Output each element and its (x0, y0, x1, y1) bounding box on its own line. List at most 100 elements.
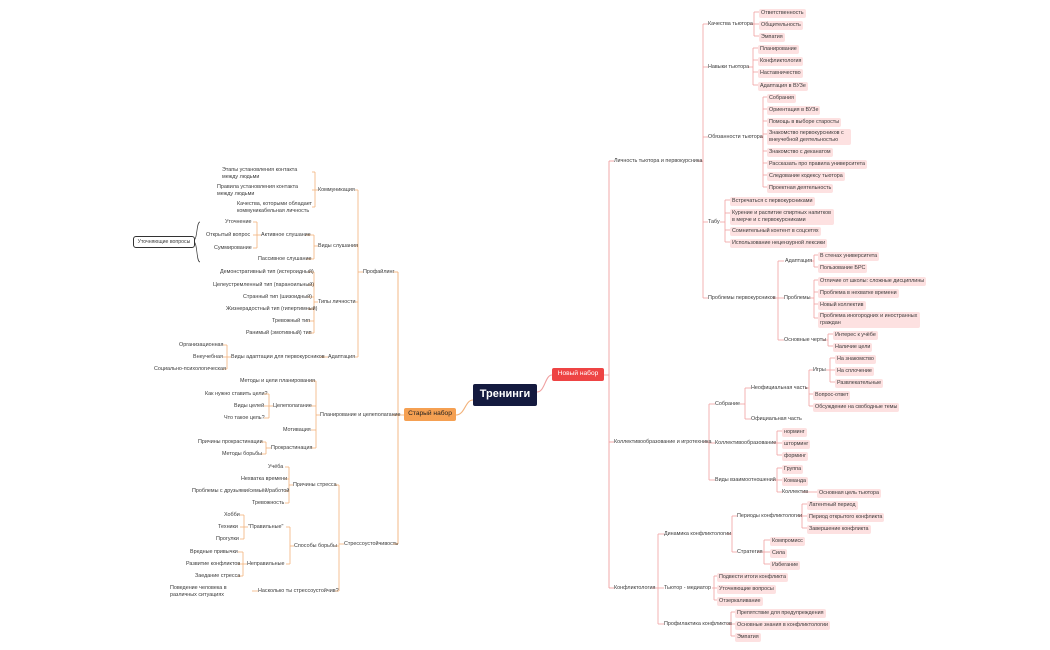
topic-taboo[interactable]: Табу (708, 219, 720, 225)
topic-stress-causes[interactable]: Причины стресса (293, 482, 337, 488)
leaf-right-method[interactable]: Прогулки (216, 536, 239, 542)
subtopic-games[interactable]: Игры (813, 367, 826, 373)
subtopic-active-listening[interactable]: Активное слушание (261, 232, 311, 238)
leaf-formation[interactable]: шторминг (782, 440, 811, 449)
branch-conflictology[interactable]: Конфликтология (614, 585, 656, 591)
root-topic[interactable]: Тренинги (473, 384, 537, 406)
subtopic-adaptation-types[interactable]: Виды адаптации для первокурсников (231, 354, 325, 360)
leaf-procrastination[interactable]: Методы борьбы (222, 451, 263, 457)
leaf-personality-type[interactable]: Жизнерадостный тип (гипертимный) (226, 306, 318, 312)
leaf-taboo[interactable]: Курение и распитие спиртных напитков в м… (730, 209, 834, 225)
leaf-personality-type[interactable]: Ранимый (эмотивный) тип (246, 330, 312, 336)
leaf-stress-cause[interactable]: Проблемы с друзьями/семьёй/работой (192, 488, 290, 494)
leaf-wrong-method[interactable]: Развитие конфликтов (186, 561, 241, 567)
leaf-game[interactable]: На сплочение (835, 367, 874, 376)
leaf-skill[interactable]: Планирование (758, 45, 799, 54)
topic-freshman-problems[interactable]: Проблемы первокурсников (708, 295, 776, 301)
subtopic-wrong-methods[interactable]: Неправильные (247, 561, 285, 567)
leaf-relationship[interactable]: Команда (782, 477, 808, 486)
leaf-mediator[interactable]: Подвести итоги конфликта (717, 573, 788, 582)
topic-formation[interactable]: Коллективообразование (715, 440, 777, 446)
leaf-personality-type[interactable]: Демонстративный тип (истероидный) (220, 269, 314, 275)
leaf-adaptation-type[interactable]: Социально-психологическая (154, 366, 226, 372)
leaf-goal[interactable]: Что такое цель? (224, 415, 265, 421)
subtopic-official-part[interactable]: Официальная часть (751, 416, 802, 422)
leaf-wrong-method[interactable]: Вредные привычки (190, 549, 238, 555)
leaf-prevention[interactable]: Эмпатия (735, 633, 761, 642)
leaf-stress-behavior[interactable]: Поведение человека в различных ситуациях (170, 585, 227, 598)
topic-old-set[interactable]: Старый набор (404, 408, 456, 421)
leaf-relationship[interactable]: Группа (782, 465, 804, 474)
callout-clarifying-questions[interactable]: Уточняющие вопросы (133, 236, 195, 248)
subtopic-right-methods[interactable]: "Правильные" (248, 524, 284, 530)
topic-tutor-duties[interactable]: Обязанности тьютора (708, 134, 763, 140)
leaf-skill[interactable]: Адаптация в ВУЗе (758, 82, 808, 91)
leaf-personality-type[interactable]: Тревожный тип (272, 318, 311, 324)
leaf-mediator[interactable]: Уточняющие вопросы (717, 585, 776, 594)
leaf-duty[interactable]: Знакомство первокурсников с внеучебной д… (767, 129, 851, 145)
leaf-period[interactable]: Завершение конфликта (807, 525, 871, 534)
leaf-communication[interactable]: Этапы установления контакта между людьми (222, 167, 298, 180)
leaf-period[interactable]: Период открытого конфликта (807, 513, 885, 522)
topic-personality-types[interactable]: Типы личности (318, 299, 356, 305)
leaf-stress-cause[interactable]: Тревожность (252, 500, 285, 506)
topic-communication[interactable]: Коммуникация (318, 187, 355, 193)
topic-tutor-mediator[interactable]: Тьютор - медиатор (664, 585, 712, 591)
leaf-adaptation-type[interactable]: Внеучебная (193, 354, 223, 360)
leaf-personality-type[interactable]: Целеустремленный тип (параноильный) (213, 282, 315, 288)
leaf-taboo[interactable]: Сомнительный контент в соцсетях (730, 227, 821, 236)
leaf-listening[interactable]: Открытый вопрос (206, 232, 251, 238)
leaf-goal[interactable]: Виды целей (234, 403, 265, 409)
leaf-duty[interactable]: Следование кодексу тьютора (767, 172, 845, 181)
leaf-taboo[interactable]: Использование нецензурной лексики (730, 239, 828, 248)
leaf-right-method[interactable]: Техники (218, 524, 238, 530)
topic-tutor-qualities[interactable]: Качества тьютора (708, 21, 753, 27)
branch-team-building[interactable]: Коллективообразование и игротехника (614, 439, 712, 445)
leaf-problem[interactable]: Отличие от школы: сложные дисциплины (818, 277, 927, 286)
subtopic-strategy[interactable]: Стратегия (737, 549, 763, 555)
subtopic-main-traits[interactable]: Основные черты (784, 337, 827, 343)
leaf-communication[interactable]: Качества, которыми обладает коммуникабел… (237, 201, 312, 214)
branch-personality[interactable]: Личность тьютора и первокурсника (614, 158, 703, 164)
leaf-problem[interactable]: Проблема иногородних и иностранных гражд… (818, 312, 920, 328)
leaf-goal[interactable]: Как нужно ставить цели? (205, 391, 268, 397)
leaf-game[interactable]: На знакомство (835, 355, 876, 364)
branch-stress-resistance[interactable]: Стрессоустойчивость (344, 541, 399, 547)
leaf-personality-type[interactable]: Странный тип (шизоидный) (243, 294, 312, 300)
topic-meetings[interactable]: Собрание (715, 401, 740, 407)
leaf-listening[interactable]: Суммирование (214, 245, 252, 251)
leaf-skill[interactable]: Наставничество (758, 69, 803, 78)
leaf-prevention[interactable]: Препятствие для предупреждения (735, 609, 826, 618)
leaf-strategy[interactable]: Компромисс (770, 537, 805, 546)
leaf-taboo[interactable]: Встречаться с первокурсниками (730, 197, 815, 206)
topic-listening-types[interactable]: Виды слушания (318, 243, 358, 249)
leaf-trait[interactable]: Интерес к учёбе (833, 331, 878, 340)
subtopic-problems[interactable]: Проблемы (784, 295, 811, 301)
leaf-strategy[interactable]: Избегание (770, 561, 801, 570)
leaf-stress-cause[interactable]: Нехватка времени (241, 476, 288, 482)
leaf-quality[interactable]: Ответственность (759, 9, 806, 18)
topic-tutor-skills[interactable]: Навыки тьютора (708, 64, 750, 70)
leaf-strategy[interactable]: Сила (770, 549, 788, 558)
leaf-formation[interactable]: норминг (782, 428, 807, 437)
leaf-adaptation[interactable]: В стенах университета (818, 252, 880, 261)
topic-motivation[interactable]: Мотивация (283, 427, 311, 433)
topic-coping-methods[interactable]: Способы борьбы (294, 543, 337, 549)
leaf-listening[interactable]: Уточнение (225, 219, 252, 225)
leaf-duty[interactable]: Знакомство с деканатом (767, 148, 833, 157)
topic-procrastination[interactable]: Прокрастинация (271, 445, 313, 451)
topic-new-set[interactable]: Новый набор (552, 368, 604, 381)
leaf-informal[interactable]: Вопрос-ответ (813, 391, 851, 400)
leaf-right-method[interactable]: Хобби (224, 512, 240, 518)
leaf-duty[interactable]: Рассказать про правила университета (767, 160, 868, 169)
topic-stress-resistance-level[interactable]: Насколько ты стрессоустойчив? (258, 588, 339, 594)
leaf-game[interactable]: Развлекательные (835, 379, 884, 388)
leaf-duty[interactable]: Ориентация в ВУЗе (767, 106, 821, 115)
leaf-formation[interactable]: форминг (782, 452, 809, 461)
leaf-communication[interactable]: Правила установления контакта между людь… (217, 184, 299, 197)
topic-conflict-prevention[interactable]: Профилактика конфликтов (664, 621, 732, 627)
leaf-collective-goal[interactable]: Основная цель тьютора (817, 489, 882, 498)
leaf-adaptation[interactable]: Пользование БРС (818, 264, 868, 273)
subtopic-passive-listening[interactable]: Пассивное слушание (258, 256, 312, 262)
